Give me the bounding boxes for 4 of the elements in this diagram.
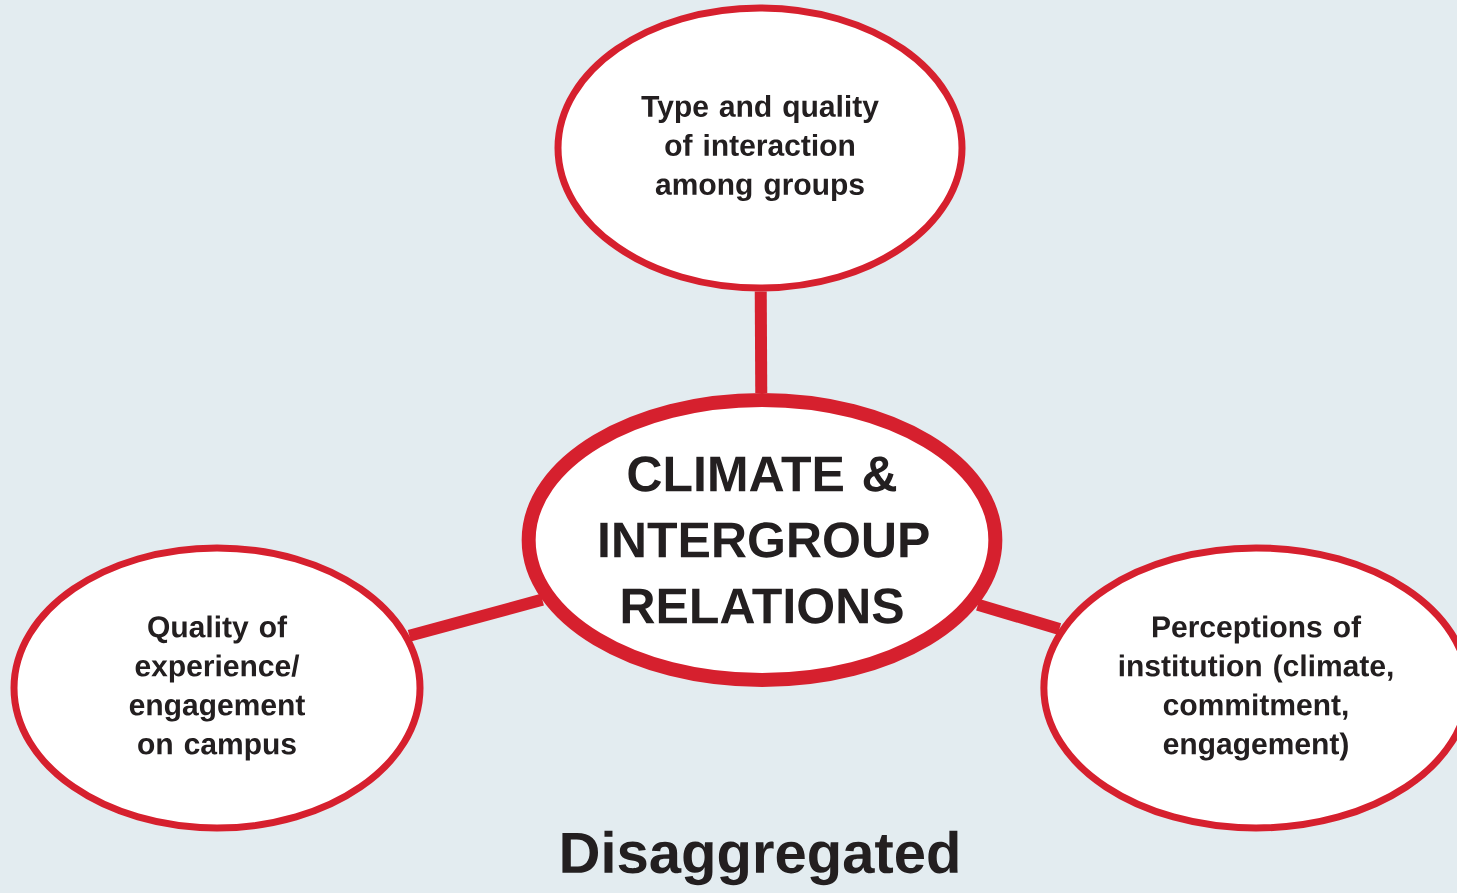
heading: Disaggregated bbox=[562, 830, 958, 886]
connector-line bbox=[407, 593, 544, 642]
connector-line bbox=[976, 598, 1062, 635]
connector-line bbox=[754, 291, 768, 394]
